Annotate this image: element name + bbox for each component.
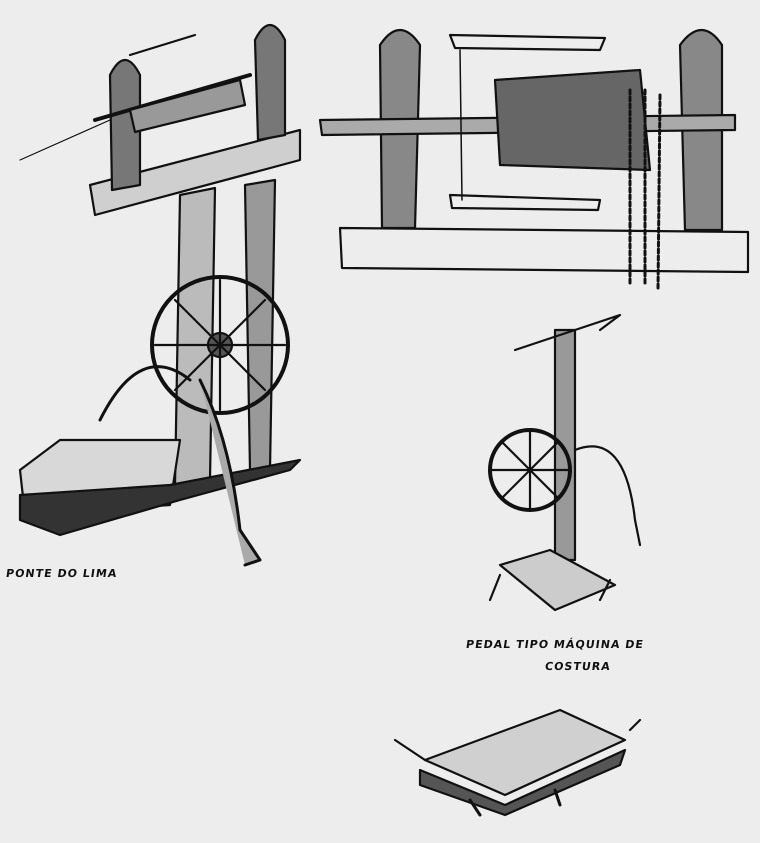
ponte-do-lima-label: PONTE DO LIMA — [5, 567, 119, 580]
pedal-label-line1: PEDAL TIPO MÁQUINA DE — [465, 638, 645, 651]
ponte-do-lima-sketch — [18, 23, 302, 567]
pedal-board-sketch — [393, 708, 642, 817]
pedal-label-line2: COSTURA — [544, 660, 612, 673]
cross-section-sketch — [318, 28, 750, 292]
pedal-sketch — [488, 313, 642, 612]
